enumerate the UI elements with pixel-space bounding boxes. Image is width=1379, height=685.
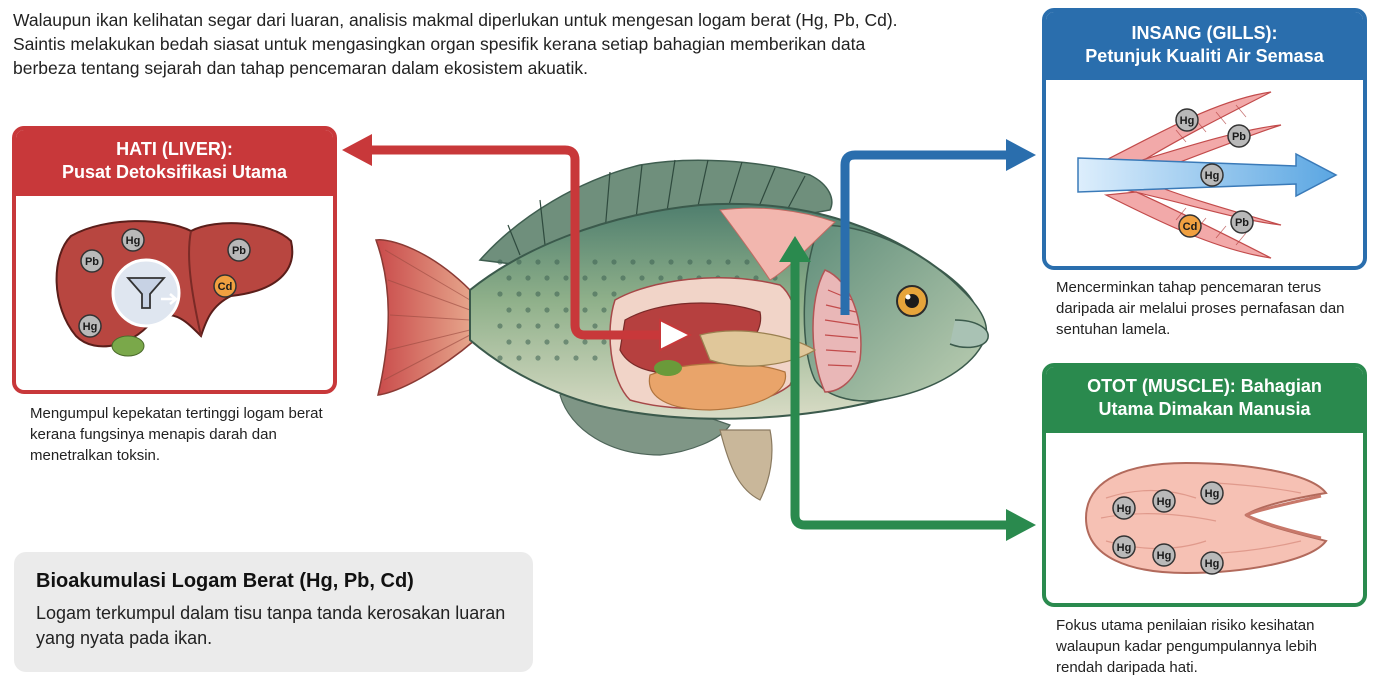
svg-text:Hg: Hg: [1117, 503, 1132, 515]
metal-marker-hg: Hg: [1112, 535, 1136, 559]
pectoral-fin: [699, 330, 817, 367]
metal-marker-hg: Hg: [78, 314, 102, 338]
metal-marker-hg: Hg: [1200, 481, 1224, 505]
pelvic-fin: [719, 429, 773, 501]
svg-text:Cd: Cd: [1183, 221, 1198, 233]
arrow-to-gills: [840, 150, 1010, 315]
muscle-description: Fokus utama penilaian risiko kesihatan w…: [1056, 617, 1318, 676]
svg-text:Hg: Hg: [83, 321, 98, 333]
summary-box: Bioakumulasi Logam Berat (Hg, Pb, Cd) Lo…: [14, 552, 533, 672]
metal-marker-hg: Hg: [1112, 496, 1136, 520]
arrow-to-liver: [365, 145, 675, 340]
liver-description: Mengumpul kepekatan tertinggi logam bera…: [30, 405, 323, 464]
metal-marker-hg: Hg: [1152, 543, 1176, 567]
svg-text:Hg: Hg: [1157, 496, 1172, 508]
muscle-title-line-1: OTOT (MUSCLE): Bahagian: [1087, 376, 1322, 396]
gills-title-line-2: Petunjuk Kualiti Air Semasa: [1085, 46, 1324, 66]
metal-marker-hg: Hg: [1200, 163, 1224, 187]
intro-text: Walaupun ikan kelihatan segar dari luara…: [13, 8, 1023, 80]
gills-card: INSANG (GILLS): Petunjuk Kualiti Air Sem…: [1042, 8, 1367, 270]
metal-marker-pb: Pb: [80, 249, 104, 273]
liver-card-header: HATI (LIVER): Pusat Detoksifikasi Utama: [16, 130, 333, 196]
metal-marker-cd: Cd: [213, 274, 237, 298]
svg-text:Hg: Hg: [126, 235, 141, 247]
summary-title: Bioakumulasi Logam Berat (Hg, Pb, Cd): [36, 570, 414, 592]
intro-line-2: Saintis melakukan bedah siasat untuk men…: [13, 34, 866, 54]
muscle-title-line-2: Utama Dimakan Manusia: [1098, 399, 1311, 419]
metal-marker-pb: Pb: [1227, 124, 1251, 148]
arrow-to-muscle: [790, 255, 1010, 530]
svg-text:Hg: Hg: [1205, 488, 1220, 500]
metal-marker-pb: Pb: [227, 238, 251, 262]
svg-text:Hg: Hg: [1205, 170, 1220, 182]
liver-title-line-2: Pusat Detoksifikasi Utama: [61, 162, 288, 182]
gills-title-line-1: INSANG (GILLS):: [1131, 23, 1278, 43]
fish-flesh: [719, 207, 836, 281]
funnel-icon: [126, 277, 166, 309]
svg-text:Hg: Hg: [1180, 115, 1195, 127]
svg-text:Hg: Hg: [1205, 558, 1220, 570]
fish-gallbladder: [654, 360, 682, 376]
svg-text:Pb: Pb: [85, 256, 99, 268]
gills-card-header: INSANG (GILLS): Petunjuk Kualiti Air Sem…: [1046, 12, 1363, 80]
muscle-card: OTOT (MUSCLE): Bahagian Utama Dimakan Ma…: [1042, 363, 1367, 607]
svg-text:Cd: Cd: [218, 281, 233, 293]
fish-intestine: [648, 362, 787, 411]
gills-description: Mencerminkan tahap pencemaran terus dari…: [1056, 279, 1345, 338]
arrow-right-icon: [161, 293, 178, 305]
svg-text:Pb: Pb: [232, 245, 246, 257]
liver-title-line-1: HATI (LIVER):: [116, 139, 233, 159]
svg-text:Pb: Pb: [1235, 217, 1249, 229]
intro-line-3: berbeza tentang sejarah dan tahap pencem…: [13, 58, 588, 78]
muscle-card-header: OTOT (MUSCLE): Bahagian Utama Dimakan Ma…: [1046, 367, 1363, 433]
svg-text:Hg: Hg: [1117, 542, 1132, 554]
metal-marker-hg: Hg: [1175, 108, 1199, 132]
metal-marker-cd: Cd: [1178, 214, 1202, 238]
liver-card: HATI (LIVER): Pusat Detoksifikasi Utama …: [12, 126, 337, 394]
metal-marker-hg: Hg: [1152, 489, 1176, 513]
svg-text:Hg: Hg: [1157, 550, 1172, 562]
svg-text:Pb: Pb: [1232, 131, 1246, 143]
fish-mouth: [949, 319, 989, 349]
summary-body: Logam terkumpul dalam tisu tanpa tanda k…: [36, 603, 506, 648]
metal-marker-pb: Pb: [1230, 210, 1254, 234]
intro-line-1: Walaupun ikan kelihatan segar dari luara…: [13, 10, 898, 30]
metal-marker-hg: Hg: [121, 228, 145, 252]
metal-marker-hg: Hg: [1200, 551, 1224, 575]
